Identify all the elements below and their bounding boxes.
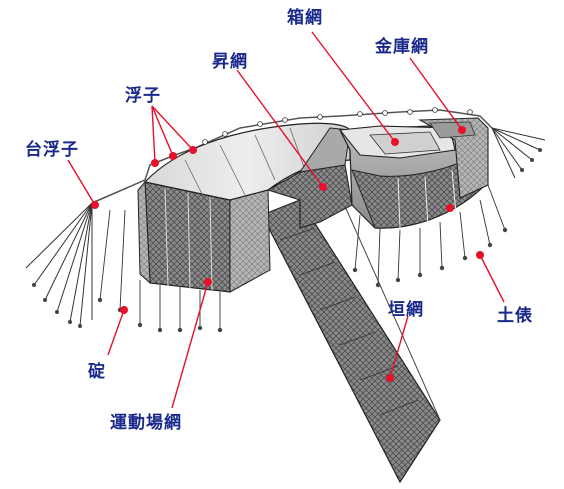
right-anchor-ropes xyxy=(492,128,545,178)
label-main-float: 台浮子 xyxy=(25,140,79,160)
label-playground-net: 運動場網 xyxy=(110,413,182,433)
label-leader-net: 垣網 xyxy=(388,300,424,320)
label-box-net: 箱網 xyxy=(287,8,323,28)
label-sandbag: 土俵 xyxy=(497,306,533,326)
label-bag-net: 金庫網 xyxy=(375,37,429,57)
label-ramp-net: 昇網 xyxy=(212,52,248,72)
label-floats: 浮子 xyxy=(125,86,161,106)
left-anchor-ropes xyxy=(26,203,92,326)
leader-net xyxy=(262,195,440,482)
label-anchor: 碇 xyxy=(88,362,106,382)
